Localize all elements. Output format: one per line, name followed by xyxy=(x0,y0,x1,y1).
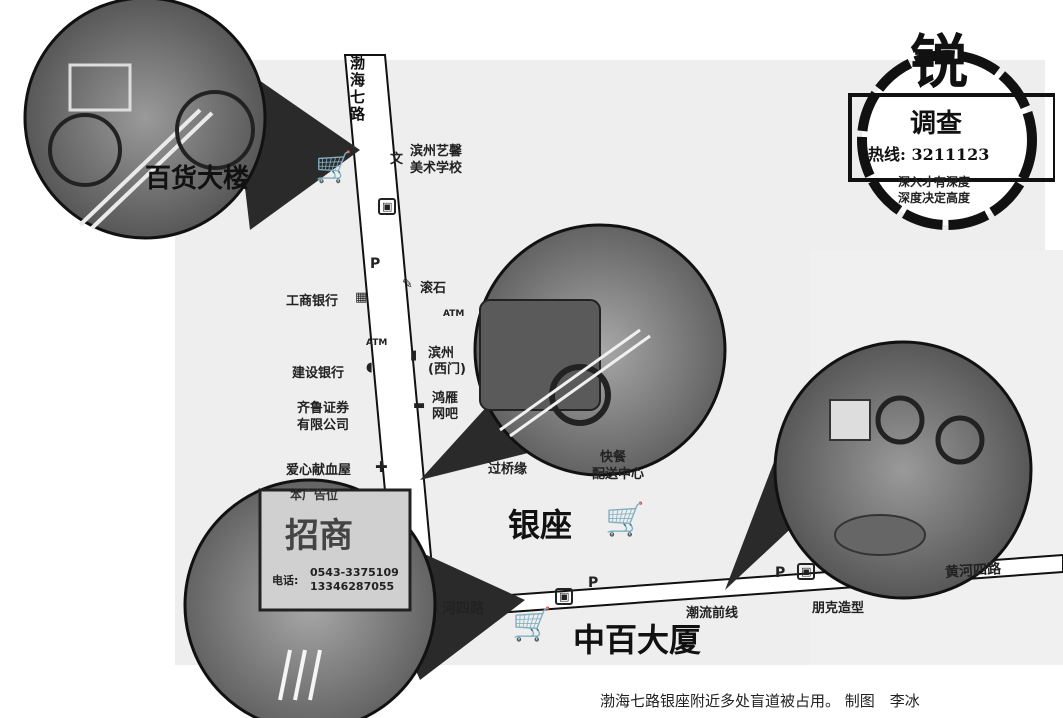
ad-top-text: 本广告位 xyxy=(290,488,339,502)
road-label-left: 河四路 xyxy=(442,601,484,617)
parking-icon: P xyxy=(370,256,381,272)
parking-icon: P xyxy=(775,565,786,581)
photo-cart xyxy=(473,223,727,477)
ad-phone-label: 电话: xyxy=(272,574,299,587)
poi-guoqiao: 过桥缘 xyxy=(488,462,528,477)
poi-gunshi: 滚石 xyxy=(420,281,447,296)
poi-chaoliu: 潮流前线 xyxy=(686,606,739,621)
poi-icbc: 工商银行 xyxy=(286,294,339,309)
poi-qilu-1: 齐鲁证券 xyxy=(297,401,350,416)
poi-kuaican-1: 快餐 xyxy=(600,450,627,465)
landmark-yinzuo: 银座 xyxy=(508,506,573,544)
hospital-cross-icon: ✚ xyxy=(375,458,388,476)
poi-binzhou-1: 滨州 xyxy=(428,346,455,361)
bank-icon: ▦ xyxy=(355,290,368,305)
photo-bicycles xyxy=(23,0,267,240)
poi-art-school-2: 美术学校 xyxy=(410,161,463,176)
poi-art-icon: 文 xyxy=(390,152,404,167)
ad-phone-1: 0543-3375109 xyxy=(310,566,399,579)
figure-caption: 渤海七路银座附近多处盲道被占用。 制图 李冰 xyxy=(600,692,920,710)
poi-blood: 爱心献血屋 xyxy=(286,463,352,478)
poi-qilu-2: 有限公司 xyxy=(297,418,350,433)
shopping-cart-icon: 🛒 xyxy=(512,605,552,643)
building-icon: ▮ xyxy=(410,348,418,363)
bank-icon: ◖ xyxy=(366,360,373,375)
landmark-baihuo: 百货大楼 xyxy=(145,164,250,194)
badge-subtitle: 调查 xyxy=(910,109,963,139)
bus-stop-icon: ▣ xyxy=(555,588,574,605)
poi-pengke: 朋克造型 xyxy=(812,601,865,616)
badge-hotline: 热线: 3211123 xyxy=(868,145,990,164)
poi-kuaican-2: 配送中心 xyxy=(592,467,645,482)
poi-netcafe-1: 鸿雁 xyxy=(432,391,459,406)
computer-icon: ▬ xyxy=(413,398,426,413)
badge-title: 锐 xyxy=(910,28,969,96)
poi-art-school-1: 滨州艺馨 xyxy=(410,144,463,159)
shopping-cart-icon: 🛒 xyxy=(315,150,353,185)
photo-scooters xyxy=(773,340,1033,600)
ad-title: 招商 xyxy=(285,516,353,556)
shopping-cart-icon: 🛒 xyxy=(605,500,645,538)
photo-ad-board xyxy=(183,478,437,718)
ad-phone-2: 13346287055 xyxy=(310,580,395,593)
poi-atm-1: ATM xyxy=(366,338,388,348)
bus-stop-icon: ▣ xyxy=(378,198,397,215)
poi-netcafe-2: 网吧 xyxy=(432,407,459,422)
parking-icon: P xyxy=(588,575,599,591)
poi-ccb: 建设银行 xyxy=(292,366,345,381)
road-label-right: 黄河四路 xyxy=(944,561,1002,581)
poi-atm-2: ATM xyxy=(443,309,465,319)
badge-slogan-1: 深入才有深度 xyxy=(898,175,971,189)
investigation-badge: 锐 调查 热线: 3211123 深入才有深度 深度决定高度 xyxy=(840,25,1055,240)
poi-gunshi-icon: ✎ xyxy=(402,277,413,292)
bus-stop-icon: ▣ xyxy=(797,563,816,580)
road-label-bohai7: 渤海七路 xyxy=(350,54,366,123)
poi-binzhou-2: (西门) xyxy=(428,362,466,377)
badge-slogan-2: 深度决定高度 xyxy=(898,191,971,205)
landmark-zhongbai: 中百大厦 xyxy=(573,621,702,659)
